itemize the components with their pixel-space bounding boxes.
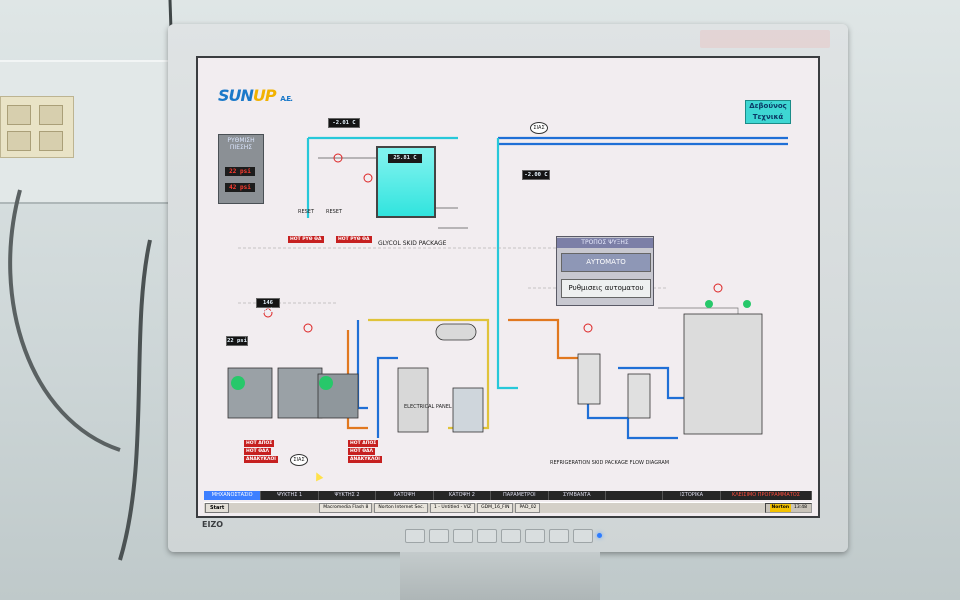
socket-slot xyxy=(39,131,63,151)
monitor-stand xyxy=(400,552,600,600)
socket-slot xyxy=(7,105,31,125)
monitor-button[interactable] xyxy=(477,529,497,543)
taskbar-item[interactable]: GDM_16_FIN xyxy=(477,503,514,513)
power-led-icon xyxy=(597,533,602,538)
tab-engine-room[interactable]: ΜΗΧΑΝΟΣΤΑΣΙΟ xyxy=(204,491,262,500)
info-bubble[interactable]: ΣΙΑΣ xyxy=(290,454,308,466)
alarm-indicator: HOT ΡΥΘ ΘΑ xyxy=(336,236,372,243)
monitor-button[interactable] xyxy=(501,529,521,543)
glycol-skid-title: GLYCOL SKID PACKAGE xyxy=(378,240,447,247)
start-button[interactable]: Start xyxy=(205,503,230,513)
refrigeration-skid-title: REFRIGERATION SKID PACKAGE FLOW DIAGRAM xyxy=(550,460,670,466)
monitor-sticker xyxy=(700,30,830,48)
receiver-tank xyxy=(452,387,484,433)
wall-socket xyxy=(0,96,74,158)
logo-text: SUN xyxy=(218,86,254,105)
auto-mode-button[interactable]: ΑΥΤΟΜΑΤΟ xyxy=(561,253,651,272)
pressure-setpoint-low[interactable]: 42 psi xyxy=(225,183,255,192)
sensor-icon xyxy=(303,323,313,333)
reset-label[interactable]: RESET xyxy=(298,209,315,215)
logo-suffix: A.E. xyxy=(280,95,293,103)
vessel xyxy=(435,323,477,341)
monitor-buttons xyxy=(405,529,602,543)
equipment xyxy=(227,153,763,435)
clock: 13:48 xyxy=(794,505,807,510)
alarm-indicator: HOT ΑΠΟΣ xyxy=(244,440,275,447)
pressure-setpoint-high[interactable]: 22 psi xyxy=(225,167,255,176)
tab-close-program[interactable]: ΚΛΕΙΣΙΜΟ ΠΡΟΓΡΑΜΜΑΤΟΣ xyxy=(721,491,813,500)
cable xyxy=(118,239,152,561)
contractor-logo-name: Δεβούνος xyxy=(749,102,787,110)
monitor-button[interactable] xyxy=(573,529,593,543)
tab-history[interactable]: ΙΣΤΟΡΙΚΑ xyxy=(663,491,721,500)
screen-tab-bar: ΜΗΧΑΝΟΣΤΑΣΙΟ ΨΥΚΤΗΣ 1 ΨΥΚΤΗΣ 2 ΚΑΤΟΨΗ ΚΑ… xyxy=(204,491,813,500)
sensor-icon xyxy=(713,283,723,293)
taskbar-item[interactable]: Norton Internet Sec. xyxy=(374,503,428,513)
taskbar-item[interactable]: 1 - Untitled - VIZ xyxy=(430,503,476,513)
pressure-panel-title: ΡΥΘΜΙΣΗ ΠΙΕΣΗΣ xyxy=(227,137,255,151)
alarm-indicator: ΑΝΑΚΥΚΛΟΙ xyxy=(348,456,382,463)
socket-slot xyxy=(7,131,31,151)
electrical-panel xyxy=(397,367,429,433)
monitor-button[interactable] xyxy=(429,529,449,543)
socket-slot xyxy=(39,105,63,125)
monitor-button[interactable] xyxy=(525,529,545,543)
condenser xyxy=(577,353,601,405)
monitor-button[interactable] xyxy=(405,529,425,543)
electrical-panel-label: ELECTRICAL PANEL xyxy=(404,404,452,410)
info-bubble[interactable]: ΣΙΑΣ xyxy=(530,122,548,134)
temperature-readout: -2.00 C xyxy=(522,170,550,180)
tab-parameters[interactable]: ΠΑΡΑΜΕΤΡΟΙ xyxy=(491,491,549,500)
cooling-tower xyxy=(683,313,763,435)
contractor-logo-sub: Τεχνικά xyxy=(752,113,784,121)
pressure-readout: 146 psi xyxy=(256,298,280,314)
compressor-1 xyxy=(227,367,273,419)
tab-floorplan[interactable]: ΚΑΤΟΨΗ xyxy=(376,491,434,500)
fan-status-icon xyxy=(705,300,713,308)
compressor-2 xyxy=(277,367,323,419)
logo-mark: UP xyxy=(252,86,277,105)
auto-settings-button[interactable]: Ρυθμισεις αυτοματου xyxy=(561,279,651,298)
cable xyxy=(8,189,121,452)
reset-label[interactable]: RESET xyxy=(326,209,343,215)
alarm-indicator: ΑΝΑΚΥΚΛΟΙ xyxy=(244,456,278,463)
scada-screen: SUNUP A.E. Δεβούνος Τεχνικά ΡΥΘΜΙΣΗ ΠΙΕΣ… xyxy=(196,56,820,518)
tab-empty[interactable] xyxy=(606,491,664,500)
monitor-brand: EIZO xyxy=(202,520,223,529)
windows-taskbar: Start Macromedia Flash 8 Norton Internet… xyxy=(204,502,812,513)
company-logo: SUNUP A.E. xyxy=(218,86,293,105)
alarm-indicator: HOT ΘΑΛ xyxy=(348,448,376,455)
tab-chiller-2[interactable]: ΨΥΚΤΗΣ 2 xyxy=(319,491,377,500)
alarm-indicator: HOT ΘΑΛ xyxy=(244,448,272,455)
pressure-readout: 22 psi xyxy=(226,336,248,346)
evaporator xyxy=(627,373,651,419)
taskbar-item[interactable]: PAD_02 xyxy=(515,503,541,513)
contractor-logo: Δεβούνος Τεχνικά xyxy=(745,100,791,124)
tab-floorplan-2[interactable]: ΚΑΤΟΨΗ 2 xyxy=(434,491,492,500)
system-tray: Norton 13:48 xyxy=(764,503,812,513)
compressor-status-icon xyxy=(231,376,245,390)
tab-chiller-1[interactable]: ΨΥΚΤΗΣ 1 xyxy=(261,491,319,500)
glycol-tank: 25.81 C xyxy=(376,146,436,218)
piping-diagram xyxy=(227,136,788,440)
pressure-setting-panel[interactable]: ΡΥΘΜΙΣΗ ΠΙΕΣΗΣ 22 psi 42 psi xyxy=(218,134,264,204)
norton-icon[interactable]: Norton xyxy=(769,504,792,512)
sensor-icon xyxy=(263,308,273,318)
monitor-brand-text: EIZO xyxy=(202,520,224,529)
monitor-button[interactable] xyxy=(453,529,473,543)
monitor-button[interactable] xyxy=(549,529,569,543)
taskbar-item[interactable]: Macromedia Flash 8 xyxy=(319,503,373,513)
cooling-mode-title: ΤΡΟΠΟΣ ΨΥΞΗΣ xyxy=(557,238,653,248)
tank-temperature-readout: 25.81 C xyxy=(388,154,422,163)
alarm-indicator: HOT ΑΠΟΣ xyxy=(348,440,379,447)
sensor-icon xyxy=(583,323,593,333)
sensor-icon xyxy=(333,153,343,163)
compressor-status-icon xyxy=(319,376,333,390)
temperature-readout: -2.01 C xyxy=(328,118,360,128)
cooling-mode-panel: ΤΡΟΠΟΣ ΨΥΞΗΣ ΑΥΤΟΜΑΤΟ Ρυθμισεις αυτοματο… xyxy=(556,236,654,306)
alarm-indicator: HOT ΡΥΘ ΘΑ xyxy=(288,236,324,243)
fan-status-icon xyxy=(743,300,751,308)
sensor-icon xyxy=(363,173,373,183)
tab-events[interactable]: ΣΥΜΒΑΝΤΑ xyxy=(549,491,606,500)
